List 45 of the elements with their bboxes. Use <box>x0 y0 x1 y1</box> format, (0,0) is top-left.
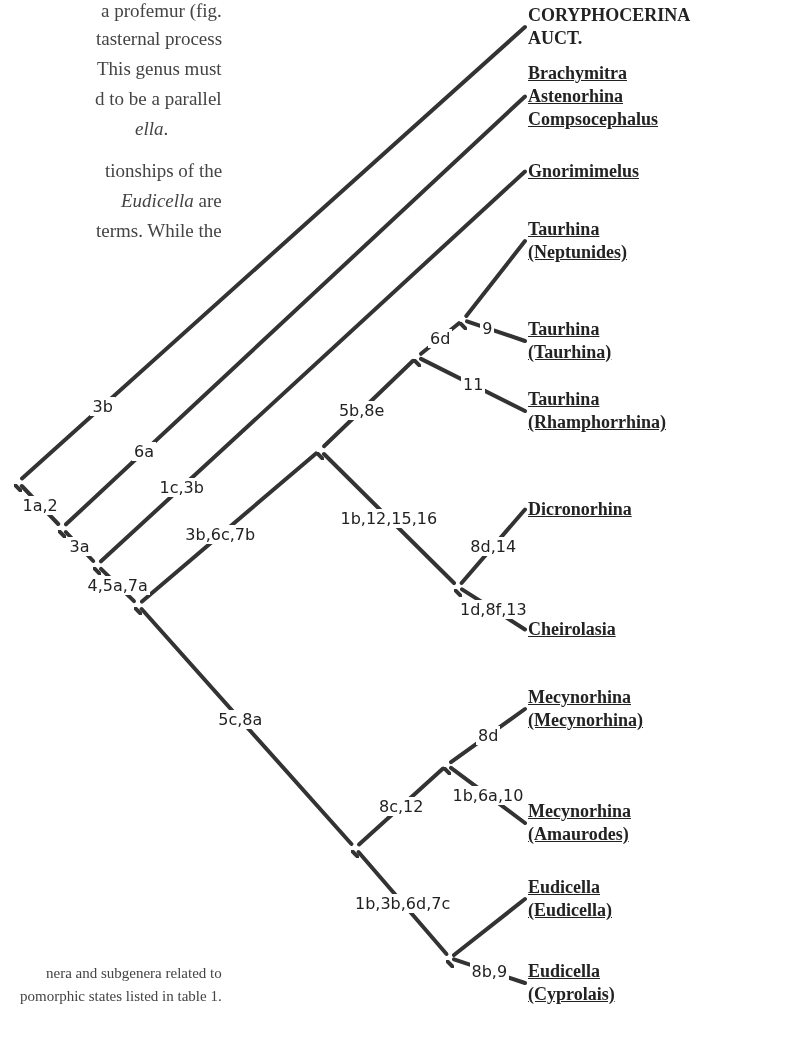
taxon-name: Taurhina (Neptunides) <box>528 218 658 264</box>
taxon-name: Dicronorhina <box>528 498 728 521</box>
taxon-name: Taurhina (Taurhina) <box>528 318 658 364</box>
character-state-label: 3a <box>67 537 92 556</box>
branch-line <box>465 319 527 343</box>
branch-line <box>464 239 527 318</box>
body-text: This genus must <box>97 58 222 80</box>
character-state-label: 3b <box>90 396 115 416</box>
branch-line <box>452 897 527 957</box>
character-state-label: 8d,14 <box>468 536 519 556</box>
taxon-name: Eudicella (Cyprolais) <box>528 960 658 1006</box>
character-state-label: 6d <box>428 329 453 348</box>
branch-line <box>99 169 527 564</box>
taxon-name: Compsocephalus <box>528 108 660 131</box>
caption-text: nera and subgenera related to <box>46 964 222 983</box>
branch-line <box>140 451 318 604</box>
character-state-label: 1b,3b,6d,7c <box>353 893 453 913</box>
body-text: d to be a parallel <box>95 88 222 110</box>
character-state-label: 6a <box>132 442 156 462</box>
body-text: Eudicella are <box>121 190 222 212</box>
character-state-label: 8b,9 <box>469 961 510 981</box>
character-state-label: 4,5a,7a <box>85 575 150 595</box>
branch-line <box>20 25 527 481</box>
branch-line <box>64 94 527 527</box>
character-state-label: 3b,6c,7b <box>183 525 258 545</box>
taxon-name: Mecynorhina (Mecynorhina) <box>528 686 703 732</box>
taxon-name: Brachymitra <box>528 62 628 85</box>
branch-line <box>139 607 354 846</box>
taxon-name: Mecynorhina (Amaurodes) <box>528 800 703 846</box>
taxon-name: CORYPHOCERINA AUCT. <box>528 4 703 50</box>
body-text: tionships of the <box>105 160 223 182</box>
taxon-name: Taurhina (Rhamphorrhina) <box>528 388 698 434</box>
body-text: a profemur (fig. <box>101 0 222 22</box>
taxon-name: Eudicella (Eudicella) <box>528 876 658 922</box>
taxon-name: Gnorimimelus <box>528 160 728 183</box>
character-state-label: 8d <box>476 726 501 746</box>
taxon-name: Astenorhina <box>528 85 624 108</box>
character-state-label: 11 <box>461 375 486 395</box>
body-text: tasternal process <box>96 28 223 50</box>
caption-text: pomorphic states listed in table 1. <box>20 987 222 1006</box>
body-text: terms. While the <box>96 220 222 242</box>
character-state-label: 1d,8f,13 <box>458 599 529 619</box>
branch-line <box>322 452 456 585</box>
body-text: ella. <box>135 118 169 140</box>
taxon-name: Cheirolasia <box>528 618 728 641</box>
